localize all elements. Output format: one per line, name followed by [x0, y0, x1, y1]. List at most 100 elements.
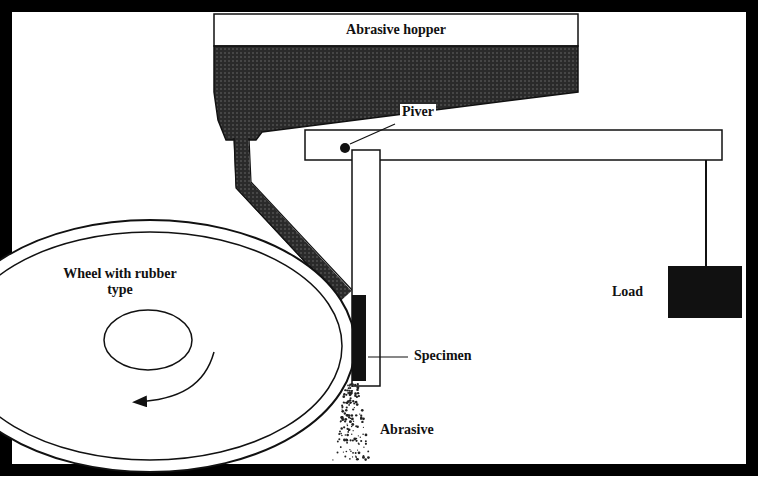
wheel-hub: [104, 310, 192, 370]
grit-particle: [356, 401, 357, 402]
grit-particle: [357, 392, 359, 394]
grit-particle: [362, 417, 365, 420]
grit-particle: [349, 421, 351, 423]
grit-particle: [351, 434, 352, 435]
grit-particle: [357, 389, 359, 391]
grit-particle: [363, 427, 364, 428]
rotation-arrow: [135, 352, 214, 402]
load-string: [705, 160, 707, 266]
grit-particle: [345, 409, 348, 412]
grit-particle: [342, 395, 345, 398]
specimen-label: Specimen: [412, 348, 474, 364]
grit-particle: [350, 401, 352, 403]
grit-particle: [351, 383, 353, 385]
grit-particle: [344, 412, 346, 414]
grit-particle: [346, 434, 349, 437]
grit-particle: [341, 405, 343, 407]
grit-particle: [340, 433, 342, 435]
grit-particle: [346, 389, 348, 391]
grit-particle: [356, 386, 359, 389]
grit-particle: [340, 446, 341, 447]
grit-particle: [350, 390, 352, 392]
grit-particle: [360, 415, 362, 417]
grit-particle: [354, 392, 357, 395]
grit-particle: [349, 449, 350, 450]
grit-particle: [342, 418, 344, 420]
grit-particle: [346, 451, 348, 453]
node-text: Abrasive hopper: [296, 22, 496, 38]
grit-particle: [355, 455, 356, 456]
grit-particle: [365, 434, 368, 437]
grit-particle: [343, 426, 345, 428]
grit-particle: [341, 408, 342, 409]
grit-particle: [353, 421, 354, 422]
grit-particle: [346, 428, 348, 430]
grit-particle: [347, 385, 349, 387]
node-text: Wheel with rubber type: [60, 266, 180, 298]
grit-particle: [361, 409, 364, 412]
grit-particle: [353, 402, 355, 404]
grit-particle: [352, 408, 354, 410]
grit-particle: [351, 423, 354, 426]
leader-line: [368, 356, 408, 357]
grit-particle: [358, 435, 359, 436]
wheel-rim: [0, 220, 355, 472]
grit-particle: [345, 434, 347, 436]
grit-particle: [345, 418, 348, 421]
grit-particle: [340, 420, 342, 422]
grit-particle: [363, 446, 364, 447]
grit-particle: [361, 421, 363, 423]
grit-particle: [346, 438, 347, 439]
hopper-body: [214, 46, 578, 140]
grit-particle: [362, 456, 365, 459]
grit-particle: [349, 400, 350, 401]
grit-particle: [348, 390, 350, 392]
hopper-top: [214, 14, 578, 46]
grit-particle: [344, 456, 346, 458]
grit-particle: [356, 403, 359, 406]
grit-particle: [358, 451, 361, 454]
rubber-tyre: [0, 232, 342, 460]
grit-particle: [355, 456, 357, 458]
grit-particle: [346, 406, 348, 408]
grit-particle: [340, 427, 342, 429]
grit-particle: [365, 440, 367, 442]
grit-particle: [332, 459, 333, 460]
leader-line: [350, 124, 395, 144]
wheel-label-box: Wheel with rubber type: [60, 266, 180, 298]
grit-particle: [352, 400, 354, 402]
grit-particle: [351, 390, 353, 392]
grit-particle: [360, 437, 361, 438]
grit-particle: [355, 384, 357, 386]
pivot-label: Piver: [400, 104, 436, 120]
grit-particle: [356, 458, 359, 461]
grit-particle: [337, 441, 339, 443]
load-label: Load: [610, 284, 645, 300]
grit-particle: [355, 414, 357, 416]
grit-particle: [359, 413, 360, 414]
grit-particle: [357, 383, 359, 385]
abrasive-label: Abrasive: [378, 422, 436, 438]
grit-particle: [346, 414, 349, 417]
grit-particle: [337, 451, 339, 453]
grit-particle: [347, 431, 349, 433]
grit-particle: [351, 390, 352, 391]
grit-particle: [347, 425, 348, 426]
grit-particle: [362, 433, 364, 435]
grit-particle: [352, 452, 354, 454]
falling-abrasive: [332, 383, 370, 461]
grit-particle: [340, 446, 342, 448]
grit-particle: [355, 452, 357, 454]
grit-particle: [345, 439, 348, 442]
specimen-holder: [352, 150, 380, 386]
grit-particle: [357, 459, 358, 460]
grit-particle: [348, 430, 349, 431]
specimen: [352, 295, 366, 381]
grit-particle: [345, 394, 347, 396]
grit-particle: [367, 456, 370, 459]
grit-particle: [346, 442, 348, 444]
grit-particle: [352, 439, 354, 441]
grit-particle: [350, 450, 352, 452]
grit-particle: [356, 396, 358, 398]
grit-particle: [349, 393, 352, 396]
